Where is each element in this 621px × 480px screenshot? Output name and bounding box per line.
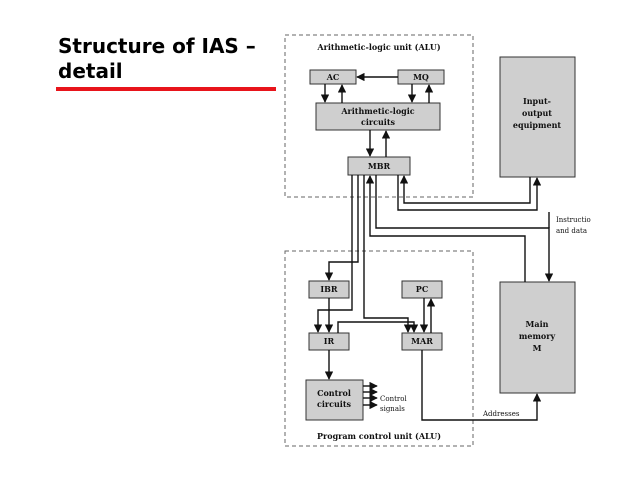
ac-register: AC <box>309 69 357 85</box>
addresses-label: Addresses <box>482 410 520 418</box>
mem-label-line3: M <box>533 343 542 353</box>
ac-label: AC <box>326 72 340 82</box>
mbr-register: MBR <box>347 156 411 176</box>
pc-register: PC <box>401 280 443 299</box>
svg-text:⋮: ⋮ <box>368 396 375 404</box>
mem-label-line2: memory <box>519 331 556 341</box>
mem-label-line1: Main <box>526 319 549 329</box>
ir-register: IR <box>308 332 350 351</box>
program-control-boundary <box>284 250 474 447</box>
ir-label: IR <box>324 336 335 346</box>
io-label-line1: Input- <box>523 96 551 106</box>
ibr-label: IBR <box>320 284 338 294</box>
pc-label: PC <box>416 284 428 294</box>
connection-wires: ⋮ <box>313 72 554 421</box>
cc-label-line2: circuits <box>317 399 352 409</box>
cc-label-line1: Control <box>317 388 351 398</box>
mar-label: MAR <box>411 336 433 346</box>
slide-title-line1: Structure of IAS – <box>58 34 256 58</box>
mq-label: MQ <box>413 72 429 82</box>
ibr-register: IBR <box>308 280 350 299</box>
mq-register: MQ <box>397 69 445 85</box>
mbr-label: MBR <box>368 161 391 171</box>
alc-label-line2: circuits <box>361 117 396 127</box>
title-underline <box>56 87 276 91</box>
control-circuits: Control circuits <box>305 379 364 421</box>
input-output-equipment: Input- output equipment <box>499 56 576 178</box>
control-signals-label-line1: Control <box>380 395 407 403</box>
alu-boundary <box>284 34 474 198</box>
alc-label-line1: Arithmetic-logic <box>340 106 414 116</box>
alu-title: Arithmetic-logic unit (ALU) <box>316 42 440 52</box>
io-label-line3: equipment <box>513 120 562 130</box>
instructions-label-line1: Instructio <box>556 216 591 224</box>
instructions-label-line2: and data <box>556 227 587 235</box>
io-label-line2: output <box>522 108 552 118</box>
control-signals-label-line2: signals <box>380 405 405 413</box>
program-control-title: Program control unit (ALU) <box>317 431 441 441</box>
slide-title-line2: detail <box>58 59 123 83</box>
main-memory: Main memory M <box>499 281 576 394</box>
slide-title: Structure of IAS – detail <box>58 34 283 84</box>
mar-register: MAR <box>401 332 443 351</box>
arithmetic-logic-circuits: Arithmetic-logic circuits <box>315 102 441 131</box>
